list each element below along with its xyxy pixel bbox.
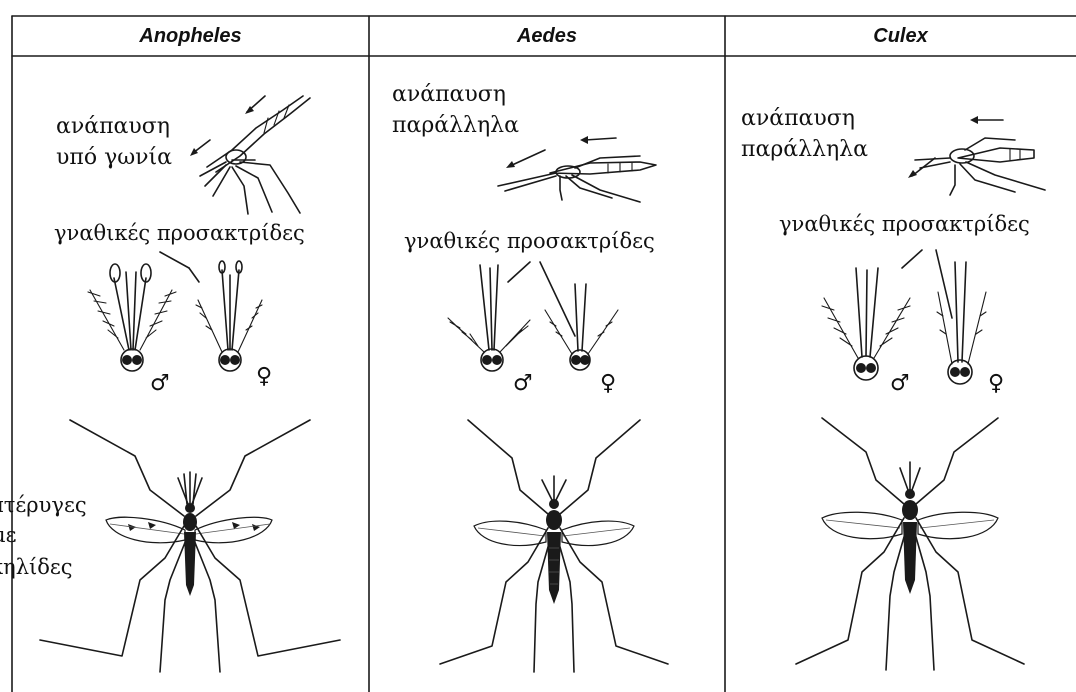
anopheles-palps-illustration xyxy=(88,252,262,371)
aedes-resting-illustration xyxy=(498,136,656,202)
anopheles-resting-illustration xyxy=(190,96,310,214)
culex-adult-illustration xyxy=(796,418,1024,670)
culex-resting-illustration xyxy=(908,116,1045,195)
aedes-adult-illustration xyxy=(440,420,668,672)
culex-palps-illustration xyxy=(822,250,986,384)
aedes-palps-illustration xyxy=(448,262,618,371)
anopheles-adult-illustration xyxy=(40,420,340,672)
